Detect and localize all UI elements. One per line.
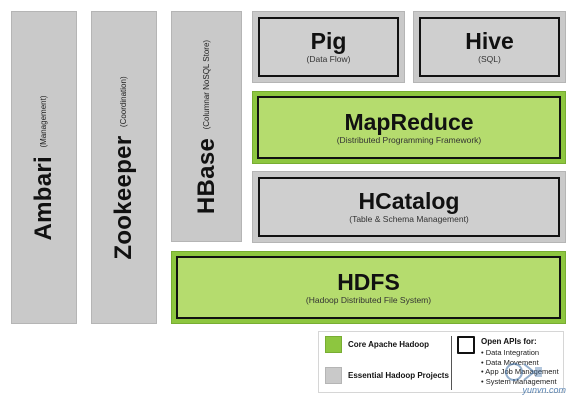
hdfs-title: HDFS xyxy=(337,268,400,295)
hdfs-content: HDFS (Hadoop Distributed File System) xyxy=(172,270,565,306)
open-apis-heading: Open APIs for: xyxy=(481,337,537,346)
open-api-item: • Data Integration xyxy=(481,348,540,357)
essential-swatch-icon xyxy=(325,367,342,384)
hbase-column: HBase (Columnar NoSQL Store) xyxy=(171,11,242,242)
legend-divider xyxy=(451,336,452,390)
legend-essential-label: Essential Hadoop Projects xyxy=(348,371,449,380)
hcatalog-inner xyxy=(258,177,560,237)
mapreduce-subtitle: (Distributed Programming Framework) xyxy=(336,134,482,145)
open-apis-block: Open APIs for: • Data Integration • Data… xyxy=(457,336,559,386)
mapreduce-title: MapReduce xyxy=(344,108,474,135)
pig-title: Pig xyxy=(310,28,347,54)
hcatalog-content: HCatalog (Table & Schema Management) xyxy=(253,189,565,225)
hdfs-box: HDFS (Hadoop Distributed File System) xyxy=(171,251,566,324)
zookeeper-label-group: Zookeeper (Coordination) xyxy=(110,76,138,259)
hcatalog-box: HCatalog (Table & Schema Management) xyxy=(252,171,566,243)
pig-inner xyxy=(258,17,399,77)
open-api-item: • System Management xyxy=(481,376,557,386)
ambari-column: Ambari (Management) xyxy=(11,11,77,324)
open-api-swatch-icon xyxy=(457,336,475,354)
open-api-item: • App Job Management xyxy=(481,367,559,376)
hive-inner xyxy=(419,17,560,77)
hive-content: Hive (SQL) xyxy=(414,29,565,65)
hcatalog-title: HCatalog xyxy=(358,188,460,214)
zookeeper-column: Zookeeper (Coordination) xyxy=(91,11,157,324)
ambari-subtitle: (Management) xyxy=(39,95,48,148)
legend-core-label: Core Apache Hadoop xyxy=(348,340,430,349)
hive-title: Hive xyxy=(465,28,514,54)
hive-subtitle: (SQL) xyxy=(478,54,501,64)
hbase-subtitle: (Columnar NoSQL Store) xyxy=(201,39,211,129)
watermark-logo-icon xyxy=(505,363,542,381)
ambari-title: Ambari xyxy=(30,155,57,240)
hbase-label-group: HBase (Columnar NoSQL Store) xyxy=(193,39,221,213)
pig-subtitle: (Data Flow) xyxy=(306,54,351,64)
mapreduce-box: MapReduce (Distributed Programming Frame… xyxy=(252,91,566,164)
hdfs-subtitle: (Hadoop Distributed File System) xyxy=(305,294,432,305)
zookeeper-subtitle: (Coordination) xyxy=(119,75,128,127)
core-swatch-icon xyxy=(325,336,342,353)
mapreduce-content: MapReduce (Distributed Programming Frame… xyxy=(253,110,565,146)
ambari-label-group: Ambari (Management) xyxy=(30,95,58,240)
pig-box: Pig (Data Flow) xyxy=(252,11,405,83)
legend: Core Apache Hadoop Essential Hadoop Proj… xyxy=(318,331,564,393)
watermark: yunvn.com xyxy=(484,359,572,399)
hbase-title: HBase xyxy=(192,137,220,214)
legend-essential-item: Essential Hadoop Projects xyxy=(325,367,449,384)
hcatalog-subtitle: (Table & Schema Management) xyxy=(349,214,469,224)
mapreduce-inner xyxy=(257,96,561,159)
watermark-text: yunvn.com xyxy=(522,385,566,395)
open-apis-list: • Data Integration • Data Movement • App… xyxy=(481,348,559,386)
legend-core-item: Core Apache Hadoop xyxy=(325,336,429,353)
open-api-item: • Data Movement xyxy=(481,357,539,367)
pig-content: Pig (Data Flow) xyxy=(253,29,404,65)
hdfs-inner xyxy=(176,256,561,319)
zookeeper-title: Zookeeper xyxy=(110,135,137,260)
hive-box: Hive (SQL) xyxy=(413,11,566,83)
